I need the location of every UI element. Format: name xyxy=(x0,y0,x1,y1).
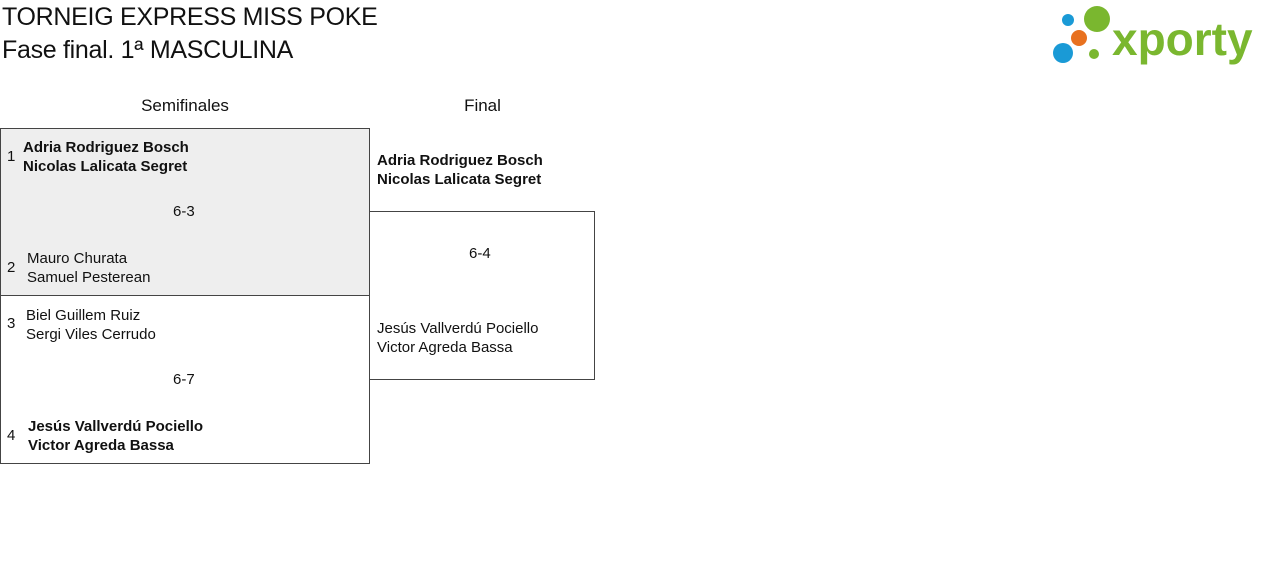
player-name: Victor Agreda Bassa xyxy=(377,339,513,356)
seed-number: 3 xyxy=(7,315,16,332)
match-score: 6-3 xyxy=(173,203,195,220)
player-name: Nicolas Lalicata Segret xyxy=(377,171,542,188)
xporty-logo: xporty xyxy=(1050,2,1276,68)
team-pair-winner: Adria Rodriguez Bosch Nicolas Lalicata S… xyxy=(23,138,189,176)
team-pair: Mauro Churata Samuel Pesterean xyxy=(27,249,150,287)
player-name: Jesús Vallverdú Pociello xyxy=(377,320,539,337)
player-name: Biel Guillem Ruiz xyxy=(26,307,141,324)
final-team: Jesús Vallverdú Pociello Victor Agreda B… xyxy=(377,319,538,357)
player-name: Samuel Pesterean xyxy=(27,269,151,286)
round-header-final: Final xyxy=(464,96,501,115)
team-pair-winner: Jesús Vallverdú Pociello Victor Agreda B… xyxy=(28,417,203,455)
semifinal-1-box xyxy=(0,128,370,296)
player-name: Sergi Viles Cerrudo xyxy=(26,326,156,343)
final-team-winner: Adria Rodriguez Bosch Nicolas Lalicata S… xyxy=(377,151,543,189)
player-name: Victor Agreda Bassa xyxy=(28,437,174,454)
match-score: 6-7 xyxy=(173,371,195,388)
tournament-title: TORNEIG EXPRESS MISS POKE xyxy=(2,3,378,31)
player-name: Jesús Vallverdú Pociello xyxy=(28,418,204,435)
player-name: Mauro Churata xyxy=(27,250,128,267)
logo-dot-orange xyxy=(1071,30,1087,46)
player-name: Adria Rodriguez Bosch xyxy=(23,139,189,156)
seed-number: 2 xyxy=(7,259,16,276)
player-name: Nicolas Lalicata Segret xyxy=(23,158,188,175)
seed-number: 1 xyxy=(7,148,16,165)
phase-subtitle: Fase final. 1ª MASCULINA xyxy=(2,36,294,64)
logo-dot-green-large xyxy=(1084,6,1110,32)
final-score: 6-4 xyxy=(469,245,491,262)
logo-dot-blue-top xyxy=(1062,14,1074,26)
player-name: Adria Rodriguez Bosch xyxy=(377,152,543,169)
logo-dot-blue-bottom xyxy=(1053,43,1073,63)
seed-number: 4 xyxy=(7,427,16,444)
team-pair: Biel Guillem Ruiz Sergi Viles Cerrudo xyxy=(26,306,156,344)
logo-wordmark: xporty xyxy=(1112,13,1253,65)
logo-dot-green-small xyxy=(1089,49,1099,59)
final-box xyxy=(369,211,595,380)
round-header-semifinals: Semifinales xyxy=(141,96,229,115)
